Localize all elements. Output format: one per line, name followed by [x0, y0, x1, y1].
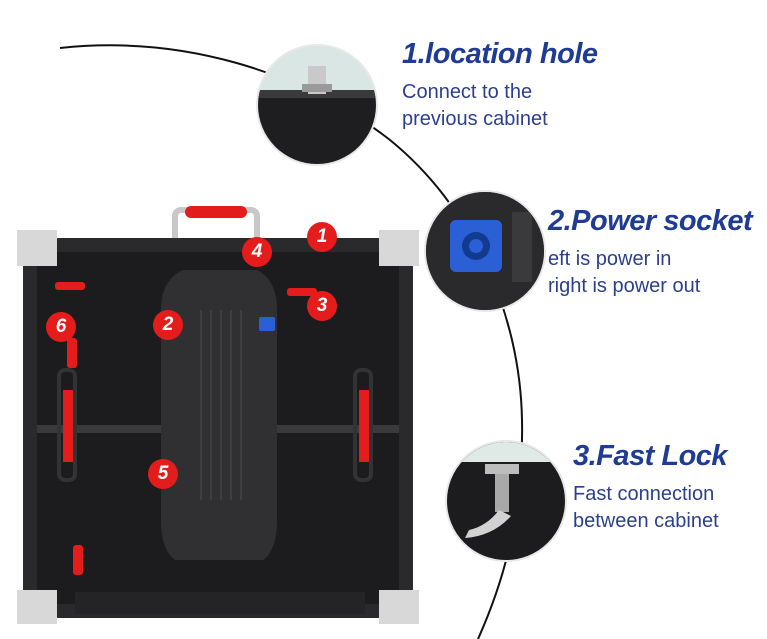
feature-description: Connect to the previous cabinet: [402, 79, 598, 133]
location-pin-icon: [258, 66, 376, 164]
badge-5: 5: [148, 459, 178, 489]
feature-desc-line: between cabinet: [573, 510, 719, 532]
fast-lock-icon: [447, 442, 565, 538]
badge-6: 6: [46, 312, 76, 342]
feature-desc-line: Connect to the: [402, 81, 533, 103]
badge-4: 4: [242, 237, 272, 267]
power-socket-detail-image: [424, 190, 546, 312]
feature-location-hole: 1.location hole Connect to the previous …: [402, 38, 598, 133]
fast-lock-detail-image: [445, 440, 567, 562]
feature-title: 3.Fast Lock: [573, 440, 728, 472]
badge-1: 1: [307, 222, 337, 252]
led-cabinet-image: [17, 206, 419, 624]
feature-power-socket: 2.Power socket eft is power in right is …: [548, 205, 753, 300]
feature-desc-line: previous cabinet: [402, 108, 548, 130]
feature-desc-line: eft is power in: [548, 248, 672, 270]
feature-description: eft is power in right is power out: [548, 246, 752, 300]
badge-3: 3: [307, 291, 337, 321]
badge-2: 2: [153, 310, 183, 340]
feature-title: 2.Power socket: [548, 205, 753, 237]
feature-fast-lock: 3.Fast Lock Fast connection between cabi…: [573, 440, 728, 535]
feature-desc-line: right is power out: [548, 275, 701, 297]
power-socket-icon: [426, 192, 544, 310]
location-hole-detail-image: [256, 44, 378, 166]
feature-description: Fast connection between cabinet: [573, 481, 727, 535]
feature-title: 1.location hole: [402, 38, 598, 70]
feature-desc-line: Fast connection: [573, 483, 715, 505]
